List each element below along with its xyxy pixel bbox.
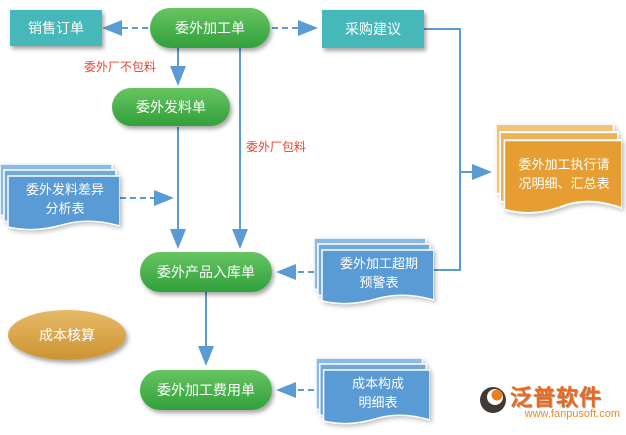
node-label: 委外产品入库单 [157,264,255,280]
node-label: 采购建议 [345,21,401,37]
node-label: 委外加工费用单 [157,382,255,398]
node-outsourcing-order: 委外加工单 [150,8,270,48]
node-label: 委外发料单 [136,99,206,115]
node-label: 销售订单 [28,20,84,36]
node-label: 委外加工单 [175,20,245,36]
fanpu-logo: 泛普软件 www.fanpusoft.com [476,380,626,430]
node-label: 委外发料差异 分析表 [25,182,104,216]
node-overdue-warning-report: 委外加工超期 预警表 [314,238,434,308]
node-cost-composition-report: 成本构成 明细表 [316,358,430,428]
node-sales-order: 销售订单 [10,10,102,46]
connector-purchase-warning-elbow [424,28,461,271]
node-label: 委外加工执行请 况明细、汇总表 [518,157,610,191]
node-label: 委外加工超期 预警表 [339,256,418,290]
node-execution-report: 委外加工执行请 况明细、汇总表 [496,124,622,219]
node-label: 成本核算 [39,327,95,343]
node-processing-fee-order: 委外加工费用单 [140,370,272,410]
logo-website: www.fanpusoft.com [524,408,620,420]
node-issue-diff-report: 委外发料差异 分析表 [0,164,120,234]
node-cost-accounting: 成本核算 [8,310,126,360]
node-product-inbound-order: 委外产品入库单 [140,252,272,292]
edge-label-with-material: 委外厂包料 [246,140,307,154]
fanpu-logo-icon [480,387,506,413]
node-material-issue-order: 委外发料单 [112,88,230,126]
node-purchase-suggestion: 采购建议 [322,10,424,48]
edge-label-no-material: 委外厂不包料 [84,60,157,74]
node-label: 成本构成 明细表 [351,376,404,410]
logo-name: 泛普软件 [510,385,603,410]
